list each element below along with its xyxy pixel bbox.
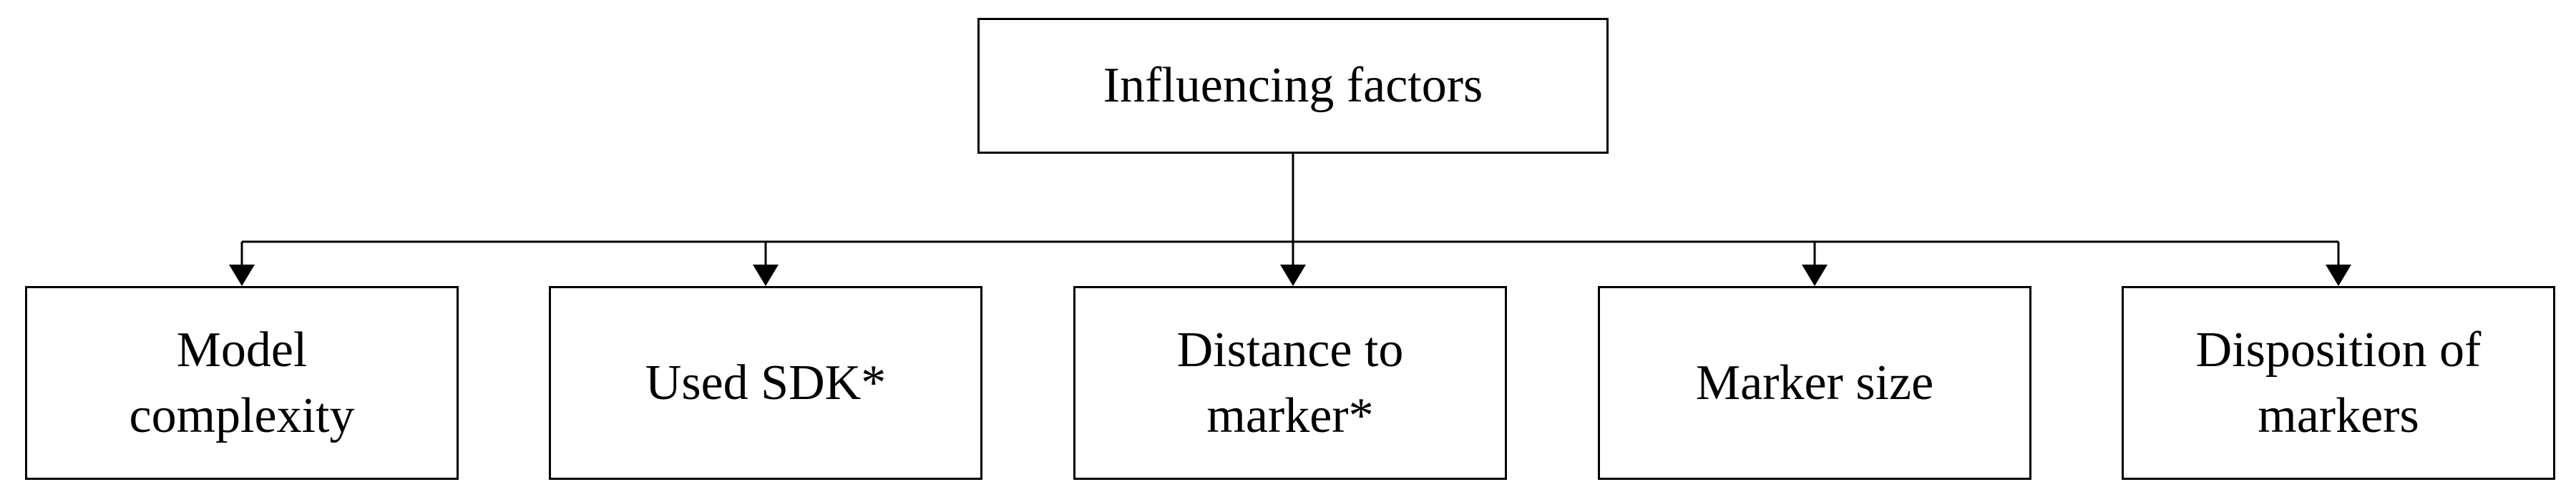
arrowhead-3 xyxy=(1280,265,1306,286)
child-node-label: Disposition of markers xyxy=(2195,322,2482,443)
root-node-label: Influencing factors xyxy=(1103,58,1483,113)
child-node-label: Used SDK* xyxy=(645,355,887,410)
child-node-marker-size: Marker size xyxy=(1598,286,2031,480)
child-node-label: Marker size xyxy=(1695,355,1934,410)
arrowhead-2 xyxy=(753,265,779,286)
child-node-used-sdk: Used SDK* xyxy=(549,286,982,480)
arrowhead-5 xyxy=(2326,265,2351,286)
root-node-influencing-factors: Influencing factors xyxy=(977,18,1609,154)
arrowhead-4 xyxy=(1802,265,1828,286)
child-node-label: Model complexity xyxy=(129,322,355,443)
child-node-label: Distance to marker* xyxy=(1176,322,1404,443)
arrowhead-1 xyxy=(229,265,255,286)
child-node-model-complexity: Model complexity xyxy=(25,286,459,480)
child-node-distance-to-marker: Distance to marker* xyxy=(1073,286,1507,480)
child-node-disposition-of-markers: Disposition of markers xyxy=(2122,286,2555,480)
